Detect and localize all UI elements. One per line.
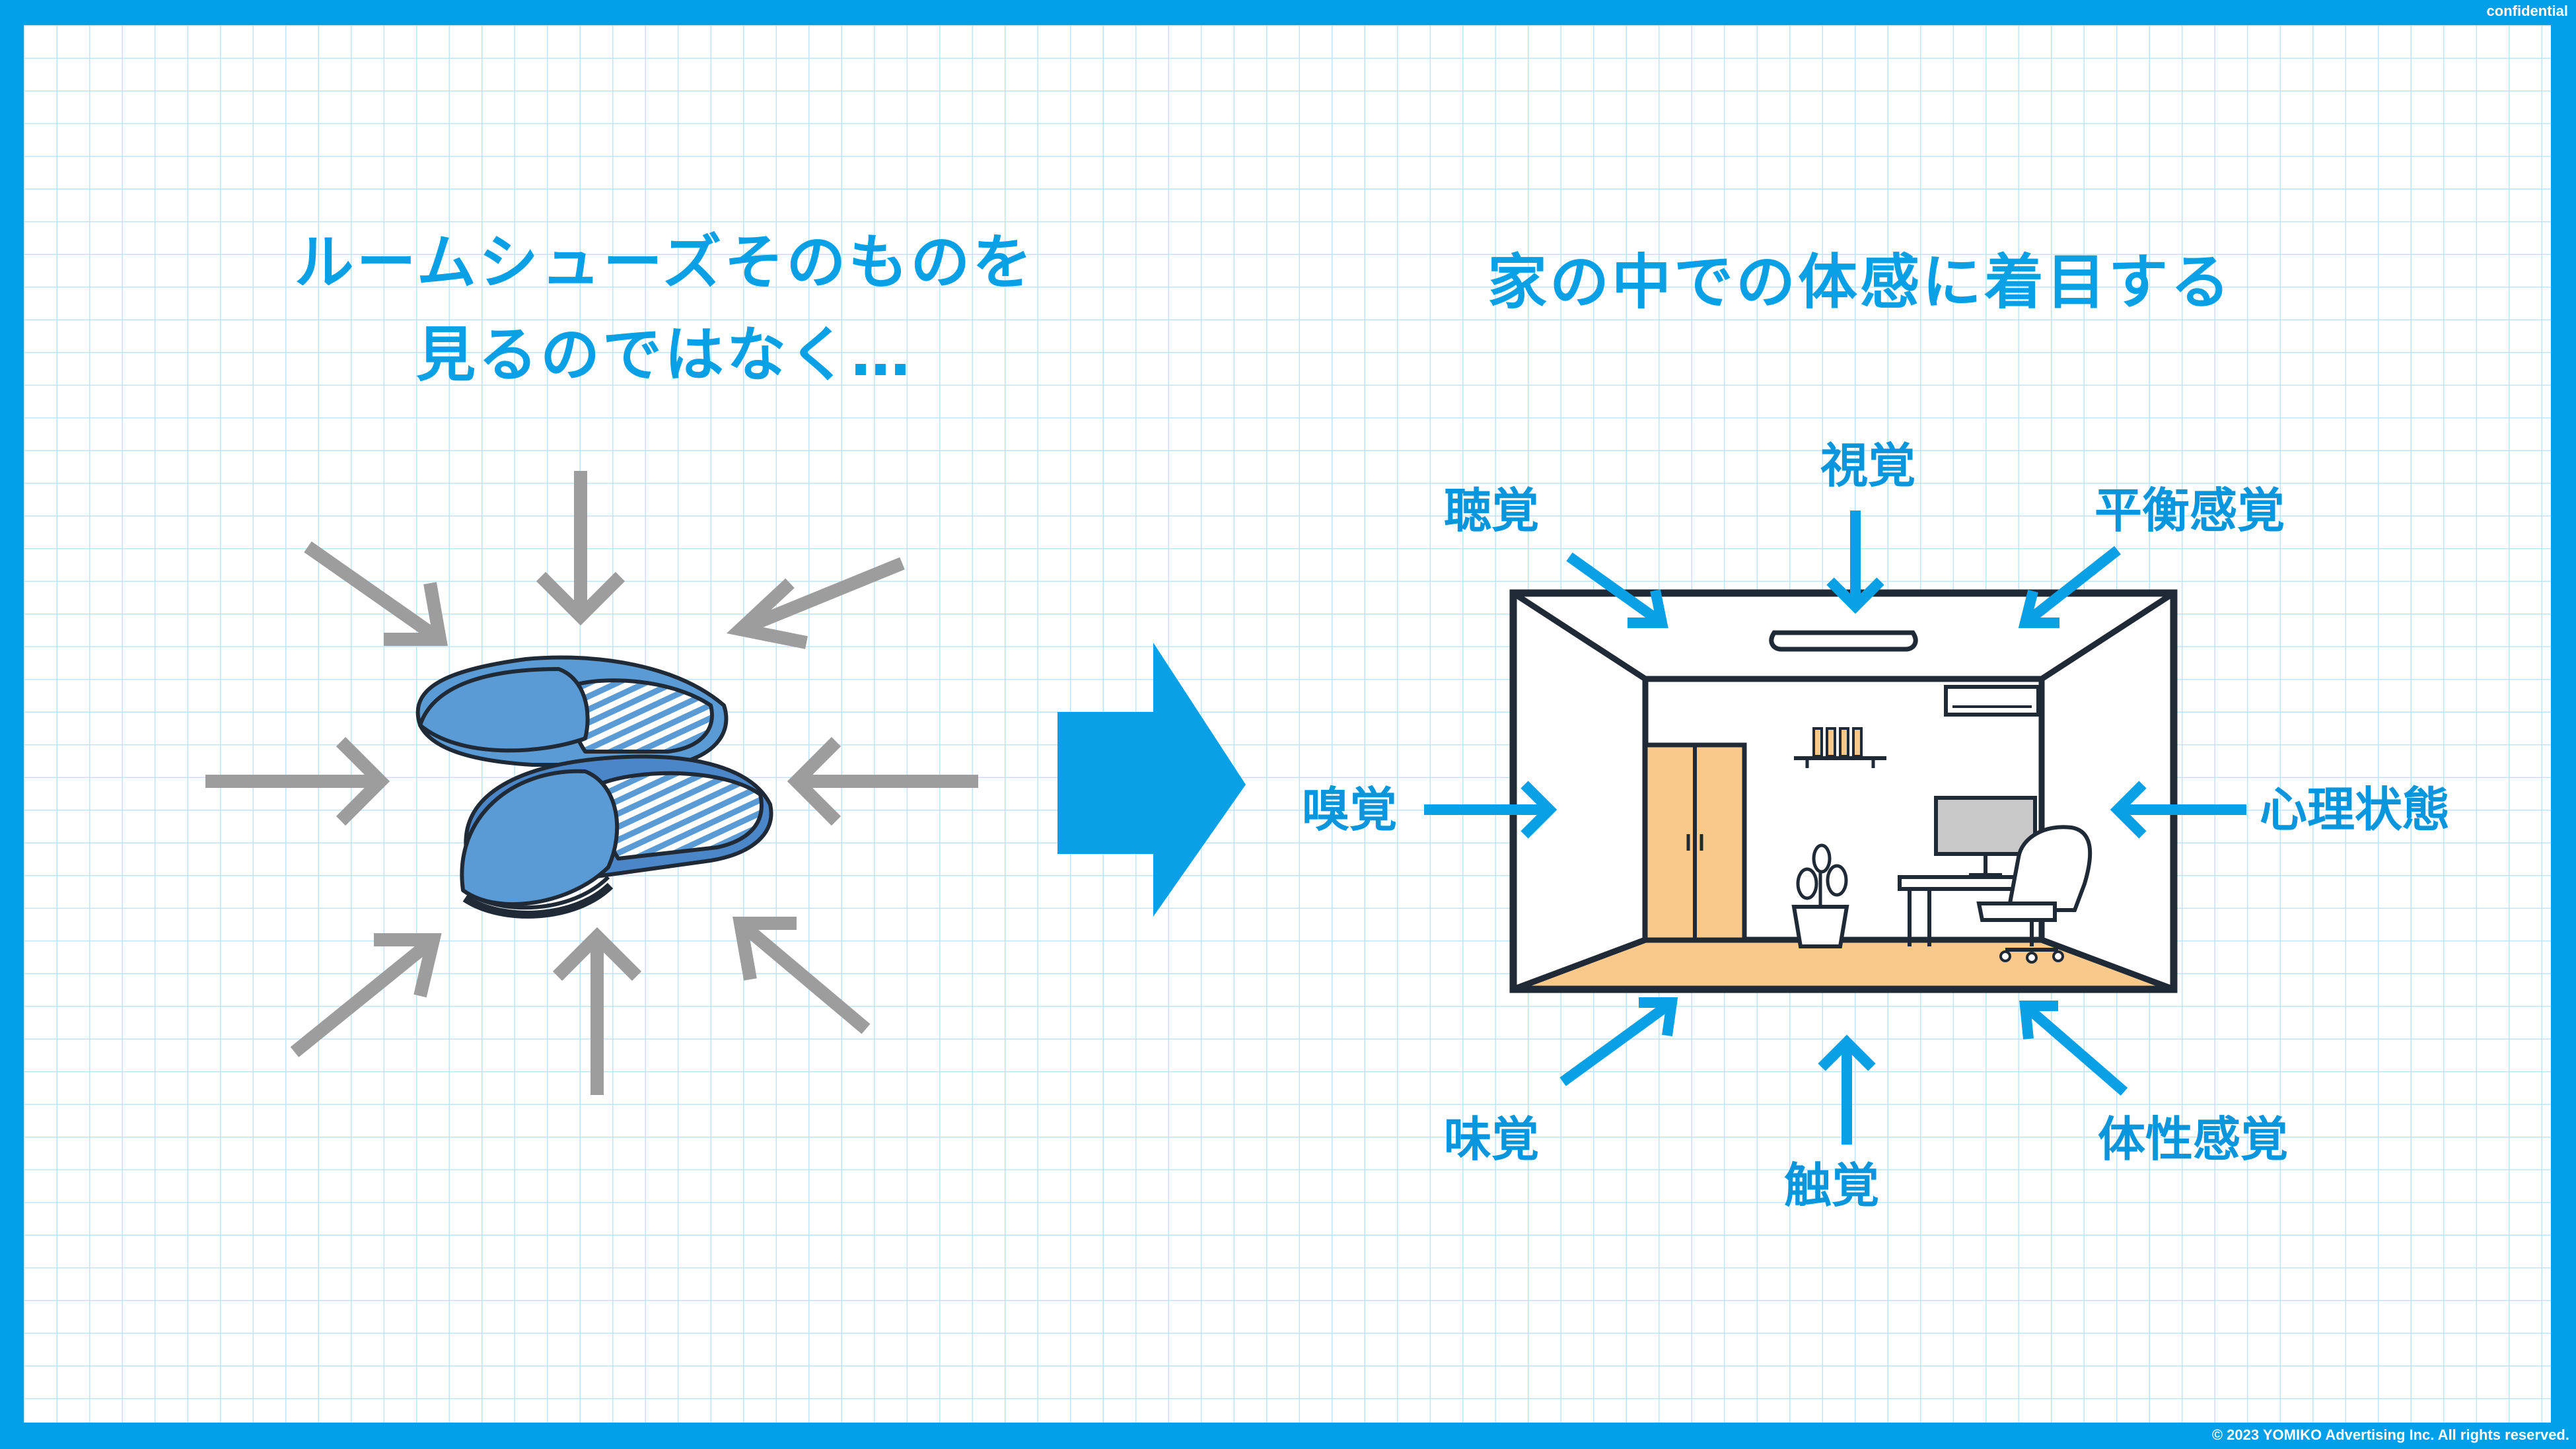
- blue-arrows: [1424, 511, 2246, 1145]
- big-right-arrow-icon: [1057, 643, 1246, 917]
- blue-arrow-sight: [1826, 511, 1884, 614]
- sense-label-hearing: 聴覚: [1444, 483, 1540, 538]
- left-title: ルームシューズそのものを 見るのではなく…: [222, 217, 1107, 402]
- blue-arrow-mental: [2110, 781, 2246, 839]
- sense-label-touch: 触覚: [1784, 1158, 1880, 1213]
- gray-arrow-left: [205, 736, 390, 826]
- blue-arrow-hearing: [1566, 552, 1668, 628]
- sense-label-smell: 嗅覚: [1302, 782, 1398, 837]
- blue-arrow-somatic: [2019, 1001, 2128, 1096]
- sense-label-balance: 平衡感覚: [2094, 483, 2285, 538]
- blue-arrow-smell: [1424, 781, 1557, 839]
- left-title-line2: 見るのではなく…: [416, 320, 913, 390]
- sense-label-taste: 味覚: [1444, 1112, 1540, 1167]
- gray-arrow-right: [787, 736, 978, 826]
- gray-arrow-top-right: [726, 557, 905, 649]
- sense-label-sight: 視覚: [1820, 438, 1916, 493]
- sense-label-mental-state: 心理状態: [2260, 782, 2451, 837]
- gray-arrow-top: [536, 471, 626, 626]
- right-title: 家の中での体感に着目する: [1487, 248, 2233, 317]
- copyright-footer: © 2023 YOMIKO Advertising Inc. All right…: [2211, 1427, 2569, 1443]
- sense-label-somatic: 体性感覚: [2098, 1112, 2289, 1167]
- slide-canvas: ルームシューズそのものを 見るのではなく… 家の中での体感に着目する: [24, 25, 2551, 1423]
- gray-arrow-bottom: [552, 927, 642, 1095]
- gray-arrow-bottom-right: [733, 917, 871, 1034]
- illustration-layer: [205, 471, 2246, 1145]
- confidential-label: confidential: [2486, 3, 2568, 19]
- blue-arrow-balance: [2018, 546, 2121, 628]
- blue-arrow-touch: [1818, 1034, 1876, 1145]
- left-title-line1: ルームシューズそのものを: [294, 228, 1035, 297]
- gray-arrow-bottom-left: [290, 933, 442, 1057]
- gray-arrows: [205, 471, 978, 1095]
- room-interior-illustration: [1509, 589, 2178, 993]
- blue-arrow-taste: [1559, 997, 1678, 1086]
- gray-arrow-top-left: [304, 541, 448, 646]
- slippers-illustration: [415, 655, 773, 919]
